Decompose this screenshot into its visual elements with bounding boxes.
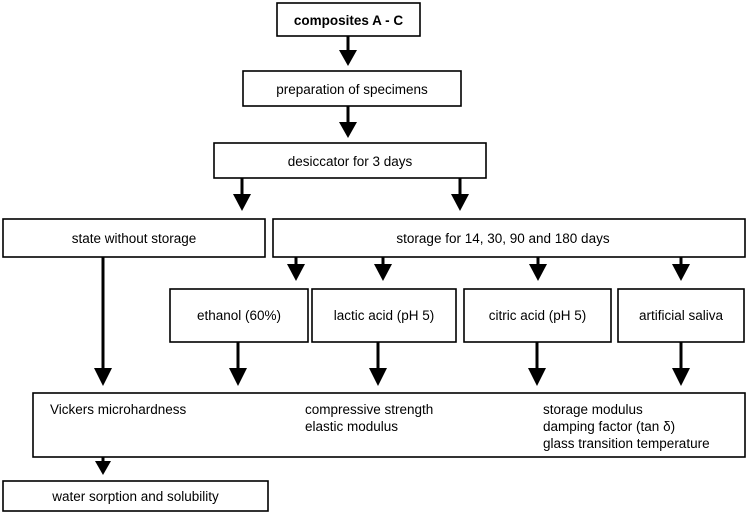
node-composites-label: composites A - C bbox=[294, 13, 404, 28]
node-water-sorption-label: water sorption and solubility bbox=[51, 489, 219, 504]
test-vickers: Vickers microhardness bbox=[50, 402, 187, 417]
arrow-citric-acid-to-tests bbox=[528, 342, 546, 386]
arrow-storage-to-artificial-saliva bbox=[672, 257, 690, 281]
test-damping-factor: damping factor (tan δ) bbox=[543, 419, 675, 434]
node-preparation-label: preparation of specimens bbox=[276, 82, 428, 97]
node-storage-label: storage for 14, 30, 90 and 180 days bbox=[396, 231, 609, 246]
test-glass-transition: glass transition temperature bbox=[543, 436, 710, 451]
arrow-storage-to-ethanol bbox=[287, 257, 305, 281]
test-compressive-strength: compressive strength bbox=[305, 402, 433, 417]
node-preparation: preparation of specimens bbox=[242, 70, 462, 107]
node-citric-acid-label: citric acid (pH 5) bbox=[489, 308, 587, 323]
node-lactic-acid: lactic acid (pH 5) bbox=[311, 288, 457, 343]
node-tests: Vickers microhardness compressive streng… bbox=[32, 392, 746, 458]
node-ethanol-label: ethanol (60%) bbox=[197, 308, 281, 323]
arrow-storage-to-citric-acid bbox=[529, 257, 547, 281]
node-artificial-saliva: artificial saliva bbox=[617, 288, 745, 343]
arrow-desiccator-to-state-without-storage bbox=[233, 178, 251, 211]
node-state-without-storage: state without storage bbox=[2, 218, 266, 258]
arrow-artificial-saliva-to-tests bbox=[672, 342, 690, 386]
node-desiccator: desiccator for 3 days bbox=[213, 142, 487, 179]
node-storage: storage for 14, 30, 90 and 180 days bbox=[272, 218, 746, 258]
arrow-tests-to-water-sorption bbox=[95, 457, 111, 475]
node-water-sorption: water sorption and solubility bbox=[2, 480, 269, 512]
node-desiccator-label: desiccator for 3 days bbox=[288, 154, 413, 169]
arrow-desiccator-to-storage bbox=[451, 178, 469, 211]
arrow-preparation-to-desiccator bbox=[339, 106, 357, 138]
node-ethanol: ethanol (60%) bbox=[169, 288, 309, 343]
node-artificial-saliva-label: artificial saliva bbox=[639, 308, 724, 323]
node-composites: composites A - C bbox=[276, 2, 421, 37]
arrow-ethanol-to-tests bbox=[229, 342, 247, 386]
arrow-composites-to-preparation bbox=[339, 36, 357, 66]
test-storage-modulus: storage modulus bbox=[543, 402, 643, 417]
arrow-lactic-acid-to-tests bbox=[369, 342, 387, 386]
node-citric-acid: citric acid (pH 5) bbox=[463, 288, 612, 343]
arrow-storage-to-lactic-acid bbox=[374, 257, 392, 281]
node-state-without-storage-label: state without storage bbox=[72, 231, 197, 246]
node-lactic-acid-label: lactic acid (pH 5) bbox=[334, 308, 435, 323]
arrow-state-without-storage-to-tests bbox=[94, 257, 112, 386]
test-elastic-modulus: elastic modulus bbox=[305, 419, 398, 434]
